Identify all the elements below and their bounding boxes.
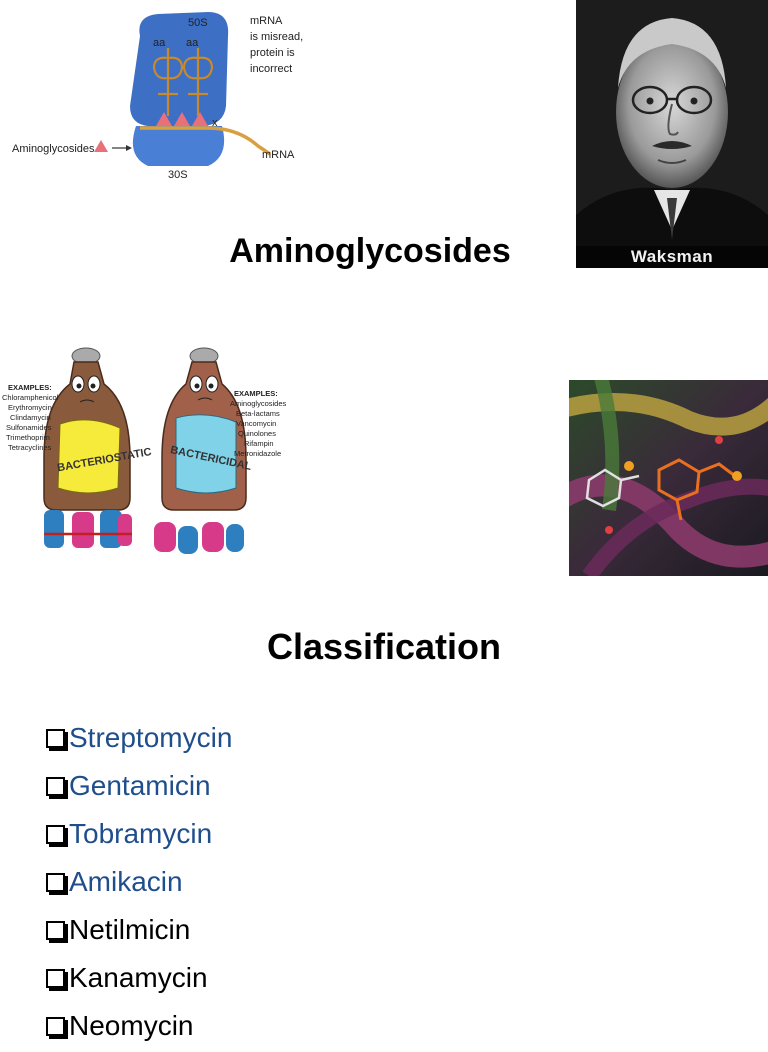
drug-name: Netilmicin (69, 914, 191, 945)
right-example-1: Beta-lactams (236, 409, 280, 418)
checkbox-bullet-icon (46, 921, 65, 940)
left-example-2: Clindamycin (10, 413, 51, 422)
label-aa-1: aa (153, 37, 166, 49)
trna-2 (182, 48, 214, 116)
photo-caption: Waksman (576, 246, 768, 268)
molecular-structure-image (569, 380, 768, 576)
drug-triangle-1 (156, 112, 172, 126)
right-examples-title: EXAMPLES: (234, 389, 278, 398)
drug-name: Amikacin (69, 866, 183, 897)
list-item: Netilmicin (46, 908, 232, 956)
bactericidal-bottle: BACTERICIDAL (161, 347, 253, 511)
left-examples-title: EXAMPLES: (8, 383, 52, 392)
checkbox-bullet-icon (46, 825, 65, 844)
label-mrna: mRNA (262, 149, 295, 161)
left-example-3: Sulfonamides (6, 423, 52, 432)
label-50s: 50S (188, 17, 208, 29)
bacteriostatic-examples: EXAMPLES: Chloramphenicol Erythromycin C… (2, 383, 59, 452)
label-aa-2: aa (186, 37, 199, 49)
list-item: Amikacin (46, 860, 232, 908)
checkbox-bullet-icon (46, 777, 65, 796)
drug-name: Kanamycin (69, 962, 208, 993)
drug-legend-triangle (94, 140, 108, 152)
bacteriostatic-bactericidal-cartoon: BACTERIOSTATIC BACTERICIDAL EXAMPLES: Ch… (2, 347, 287, 554)
note-line-1: mRNA (250, 15, 283, 27)
bacteriostatic-bottle: BACTERIOSTATIC (43, 347, 153, 511)
bactericidal-examples: EXAMPLES: Aminoglycosides Beta-lactams V… (230, 389, 287, 458)
label-x: x (212, 117, 218, 129)
checkbox-bullet-icon (46, 969, 65, 988)
left-example-0: Chloramphenicol (2, 393, 59, 402)
left-example-1: Erythromycin (8, 403, 52, 412)
drug-triangle-2 (174, 112, 190, 126)
left-example-4: Trimethoprim (6, 433, 50, 442)
list-item: Kanamycin (46, 956, 232, 1004)
portrait-illustration (576, 0, 768, 268)
list-item: Streptomycin (46, 716, 232, 764)
right-example-0: Aminoglycosides (230, 399, 287, 408)
right-example-5: Metronidazole (234, 449, 281, 458)
ribosome-50s-subunit (130, 12, 229, 126)
drug-name: Gentamicin (69, 770, 211, 801)
note-line-2: is misread, (250, 31, 303, 43)
bacteria-cluster-left (44, 510, 132, 548)
drug-triangle-3 (192, 112, 208, 126)
list-item: Tobramycin (46, 812, 232, 860)
arrow-head (126, 145, 132, 151)
checkbox-bullet-icon (46, 729, 65, 748)
list-item: Gentamicin (46, 764, 232, 812)
bacteria-cluster-right (154, 522, 244, 554)
right-example-2: Vancomycin (236, 419, 276, 428)
classification-heading: Classification (266, 626, 502, 667)
note-line-3: protein is (250, 47, 295, 59)
label-30s: 30S (168, 169, 188, 181)
drug-name: Tobramycin (69, 818, 213, 849)
left-example-5: Tetracyclines (8, 443, 52, 452)
mrna-strand (140, 126, 271, 156)
checkbox-bullet-icon (46, 873, 65, 892)
ribosome-30s-subunit (132, 126, 225, 166)
trna-1 (152, 48, 184, 116)
checkbox-bullet-icon (46, 1017, 65, 1036)
label-aminoglycosides: Aminoglycosides (12, 143, 95, 155)
note-line-4: incorrect (250, 63, 292, 75)
page-title: Aminoglycosides (229, 232, 511, 270)
right-example-4: Rifampin (244, 439, 274, 448)
ribosome-diagram: 50S aa aa x 30S Aminoglycosides mRNA mRN… (12, 12, 303, 181)
drug-name: Streptomycin (69, 722, 233, 753)
drug-name: Neomycin (69, 1010, 194, 1041)
list-item: Neomycin (46, 1004, 232, 1052)
drug-list: Streptomycin Gentamicin Tobramycin Amika… (46, 716, 232, 1052)
waksman-portrait-photo: Waksman (576, 0, 768, 268)
right-example-3: Quinolones (238, 429, 276, 438)
